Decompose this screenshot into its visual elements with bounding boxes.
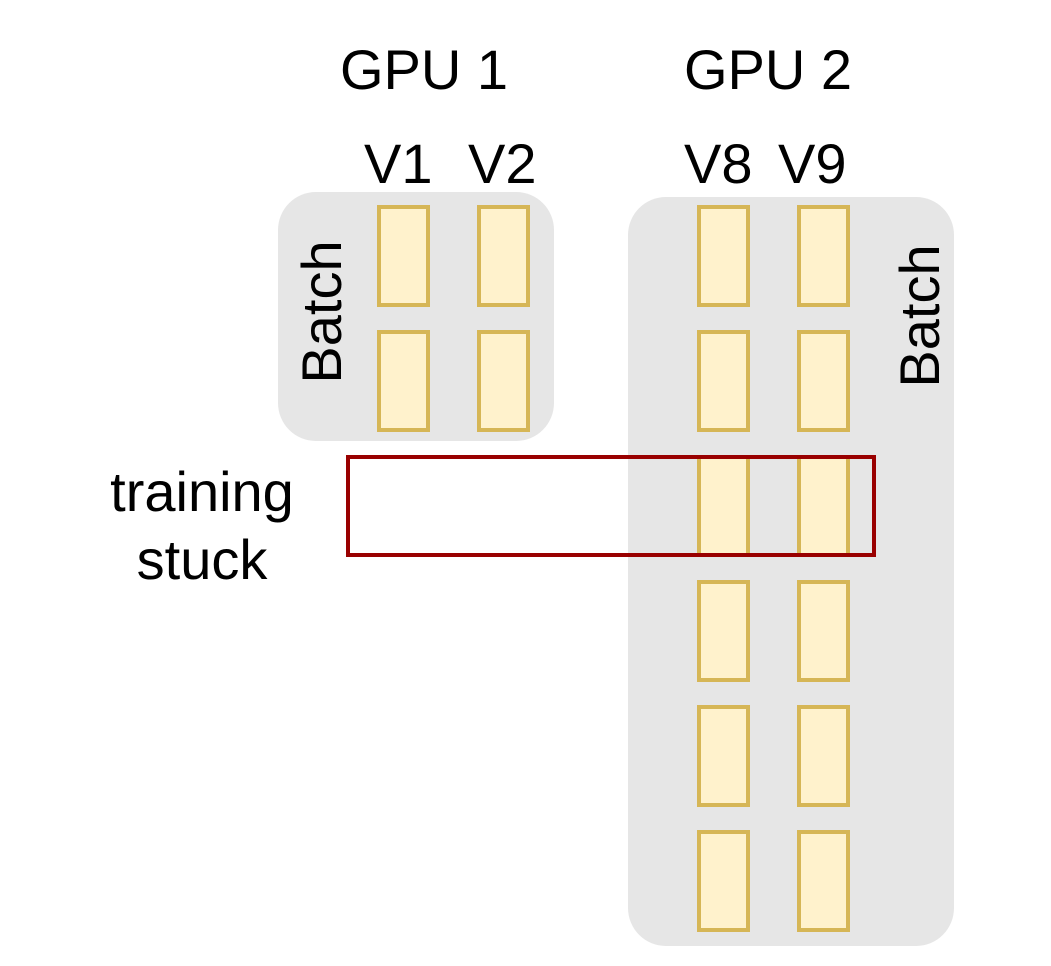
gpu2-cell-r6-v9: [797, 830, 850, 932]
gpu2-cell-r4-v8: [697, 580, 750, 682]
gpu1-column-label-v2: V2: [468, 132, 537, 195]
gpu1-cell-r1-v1: [377, 205, 430, 307]
gpu2-cell-r5-v8: [697, 705, 750, 807]
training-stuck-line-2: stuck: [136, 528, 268, 591]
gpu2-cell-r2-v8: [697, 330, 750, 432]
training-stuck-line-1: training: [110, 460, 294, 523]
training-stuck-label: training stuck: [92, 458, 312, 594]
gpu1-column-label-v1: V1: [364, 132, 433, 195]
gpu1-title: GPU 1: [340, 38, 509, 101]
gpu2-title: GPU 2: [684, 38, 853, 101]
gpu2-cell-r1-v9: [797, 205, 850, 307]
gpu1-cell-r2-v1: [377, 330, 430, 432]
gpu1-cell-r2-v2: [477, 330, 530, 432]
gpu2-column-label-v8: V8: [684, 132, 753, 195]
gpu2-batch-label: Batch: [888, 244, 951, 388]
gpu2-column-label-v9: V9: [778, 132, 847, 195]
training-stuck-highlight: [346, 455, 876, 557]
gpu2-cell-r6-v8: [697, 830, 750, 932]
gpu2-cell-r4-v9: [797, 580, 850, 682]
gpu1-batch-label: Batch: [290, 240, 353, 384]
gpu2-cell-r5-v9: [797, 705, 850, 807]
gpu1-cell-r1-v2: [477, 205, 530, 307]
gpu2-cell-r2-v9: [797, 330, 850, 432]
gpu2-batch-panel: [628, 197, 954, 946]
gpu2-cell-r1-v8: [697, 205, 750, 307]
